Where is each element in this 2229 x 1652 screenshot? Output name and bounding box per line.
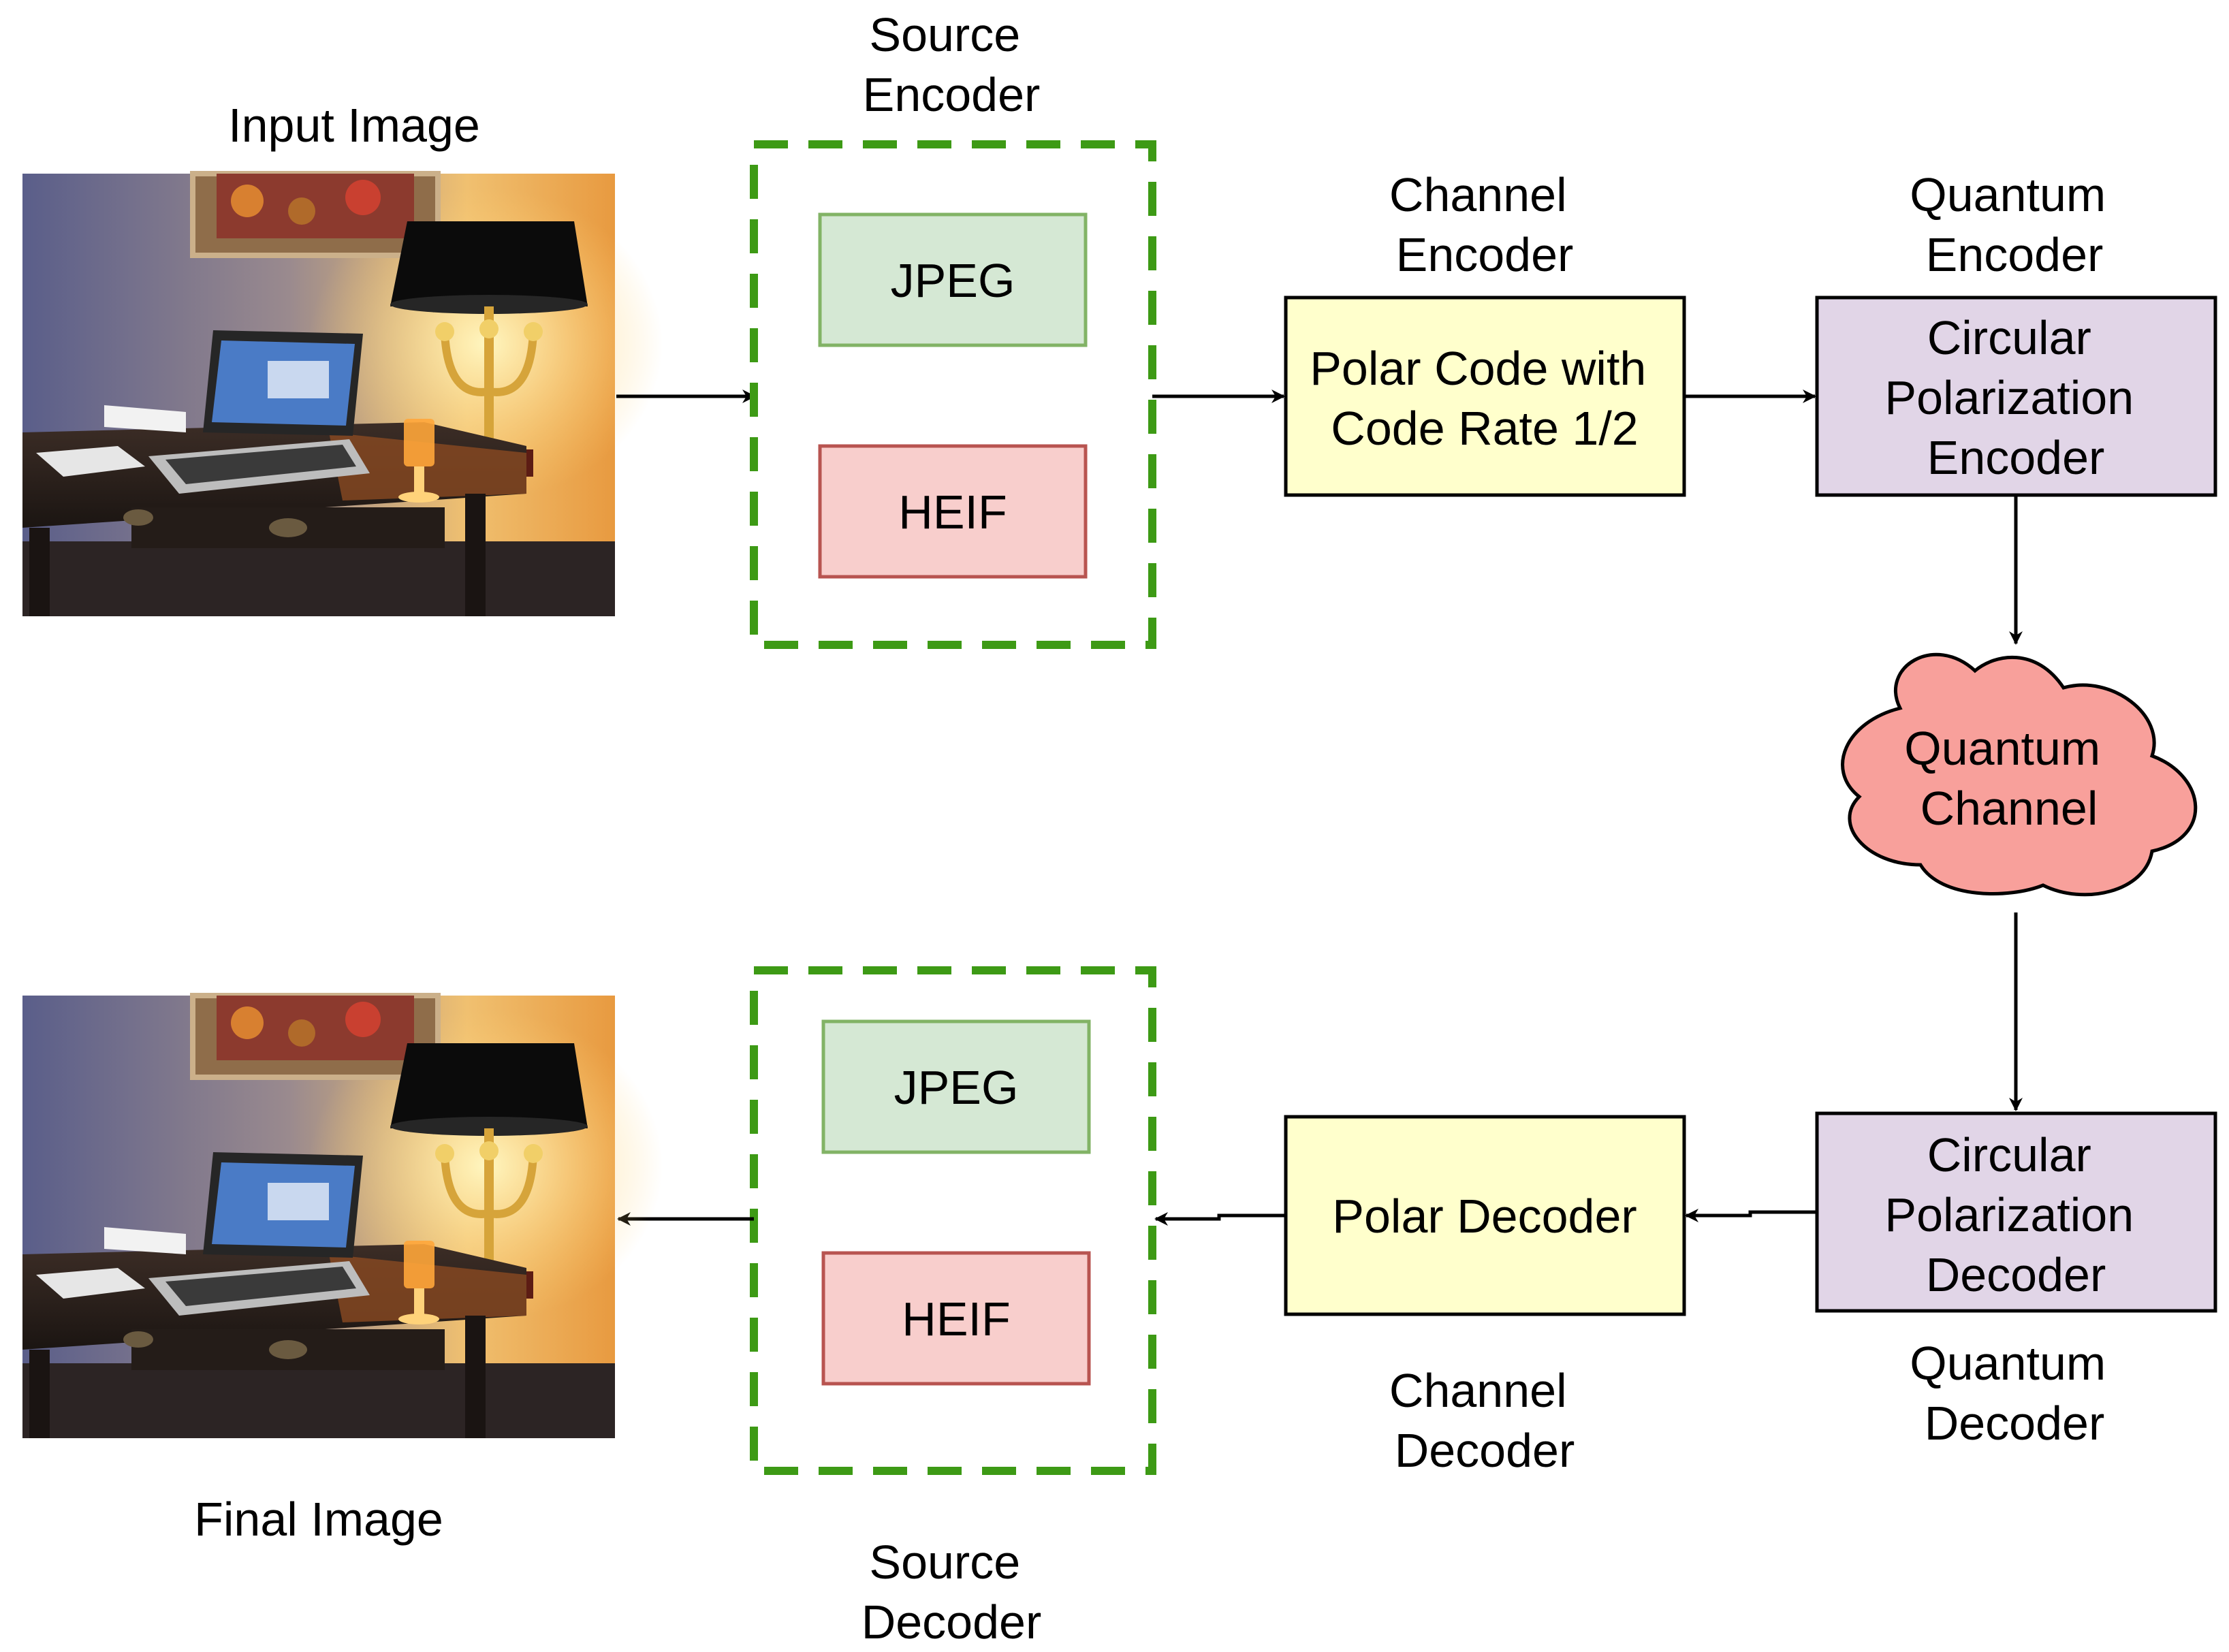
- heif-encoder-text: HEIF: [898, 486, 1007, 539]
- channel-encoder-label-line2: Encoder: [1396, 228, 1574, 281]
- jpeg-decoder-text: JPEG: [894, 1061, 1019, 1114]
- circular-polarization-decoder-text-line2: Polarization: [1884, 1188, 2134, 1241]
- channel-decoder-label: Channel Decoder: [1389, 1364, 1580, 1477]
- quantum-channel-text: Quantum Channel: [1904, 722, 2113, 835]
- source-decoder-label-line1: Source: [869, 1536, 1020, 1589]
- quantum-decoder-label-line1: Quantum: [1910, 1337, 2106, 1390]
- arrow-quantum-decoder-to-polar-decoder: [1685, 1209, 1817, 1222]
- jpeg-encoder-box: [818, 212, 1088, 347]
- channel-encoder-label-line1: Channel: [1389, 168, 1567, 221]
- circular-polarization-encoder-text-line2: Polarization: [1884, 371, 2134, 424]
- final-image: [22, 996, 663, 1438]
- polar-decoder-text: Polar Decoder: [1332, 1190, 1637, 1243]
- polar-code-text-line1: Polar Code with: [1310, 342, 1646, 395]
- source-encoder-label-line1: Source: [869, 8, 1020, 61]
- circular-polarization-encoder-text-line3: Encoder: [1927, 431, 2105, 484]
- polar-decoder-box: [1284, 1115, 1686, 1316]
- quantum-encoder-label-line2: Encoder: [1926, 228, 2104, 281]
- quantum-channel-text-line1: Quantum: [1904, 722, 2100, 775]
- polar-code-box: [1284, 296, 1686, 497]
- heif-decoder-box: [821, 1251, 1091, 1386]
- circular-polarization-encoder-box: [1815, 296, 2217, 497]
- quantum-decoder-label-line2: Decoder: [1925, 1397, 2105, 1450]
- source-encoder-label-line2: Encoder: [863, 68, 1041, 121]
- polar-code-text-line2: Code Rate 1/2: [1331, 402, 1638, 455]
- heif-decoder-text: HEIF: [902, 1292, 1010, 1346]
- circular-polarization-decoder-text-line1: Circular: [1927, 1128, 2091, 1181]
- quantum-encoder-label: Quantum Encoder: [1910, 168, 2119, 281]
- quantum-encoder-label-line1: Quantum: [1910, 168, 2106, 221]
- channel-encoder-label: Channel Encoder: [1389, 168, 1580, 281]
- arrow-polar-decoder-to-source-decoder: [1154, 1212, 1286, 1226]
- circular-polarization-decoder-text-line3: Decoder: [1926, 1248, 2106, 1301]
- input-image: [22, 174, 663, 616]
- jpeg-decoder-box: [821, 1019, 1091, 1154]
- source-decoder-label-line2: Decoder: [861, 1595, 1042, 1649]
- circular-polarization-decoder-box: [1815, 1111, 2217, 1313]
- source-encoder-label: Source Encoder: [863, 8, 1041, 121]
- channel-decoder-label-line2: Decoder: [1395, 1424, 1575, 1477]
- input-image-label: Input Image: [228, 99, 480, 152]
- source-encoder-dashed-group: [750, 140, 1156, 649]
- circular-polarization-encoder-text-line1: Circular: [1927, 311, 2091, 364]
- quantum-decoder-label: Quantum Decoder: [1910, 1337, 2119, 1450]
- quantum-channel-text-line2: Channel: [1920, 782, 2098, 835]
- heif-encoder-box: [818, 444, 1088, 579]
- channel-decoder-label-line1: Channel: [1389, 1364, 1567, 1417]
- circular-polarization-encoder-text: Circular Polarization Encoder: [1884, 311, 2147, 484]
- jpeg-encoder-text: JPEG: [891, 254, 1015, 307]
- polar-code-text: Polar Code with Code Rate 1/2: [1310, 342, 1660, 455]
- final-image-label: Final Image: [194, 1493, 443, 1546]
- quantum-channel-cloud: [1841, 652, 2198, 897]
- source-decoder-label: Source Decoder: [861, 1536, 1042, 1649]
- circular-polarization-decoder-text: Circular Polarization Decoder: [1884, 1128, 2147, 1301]
